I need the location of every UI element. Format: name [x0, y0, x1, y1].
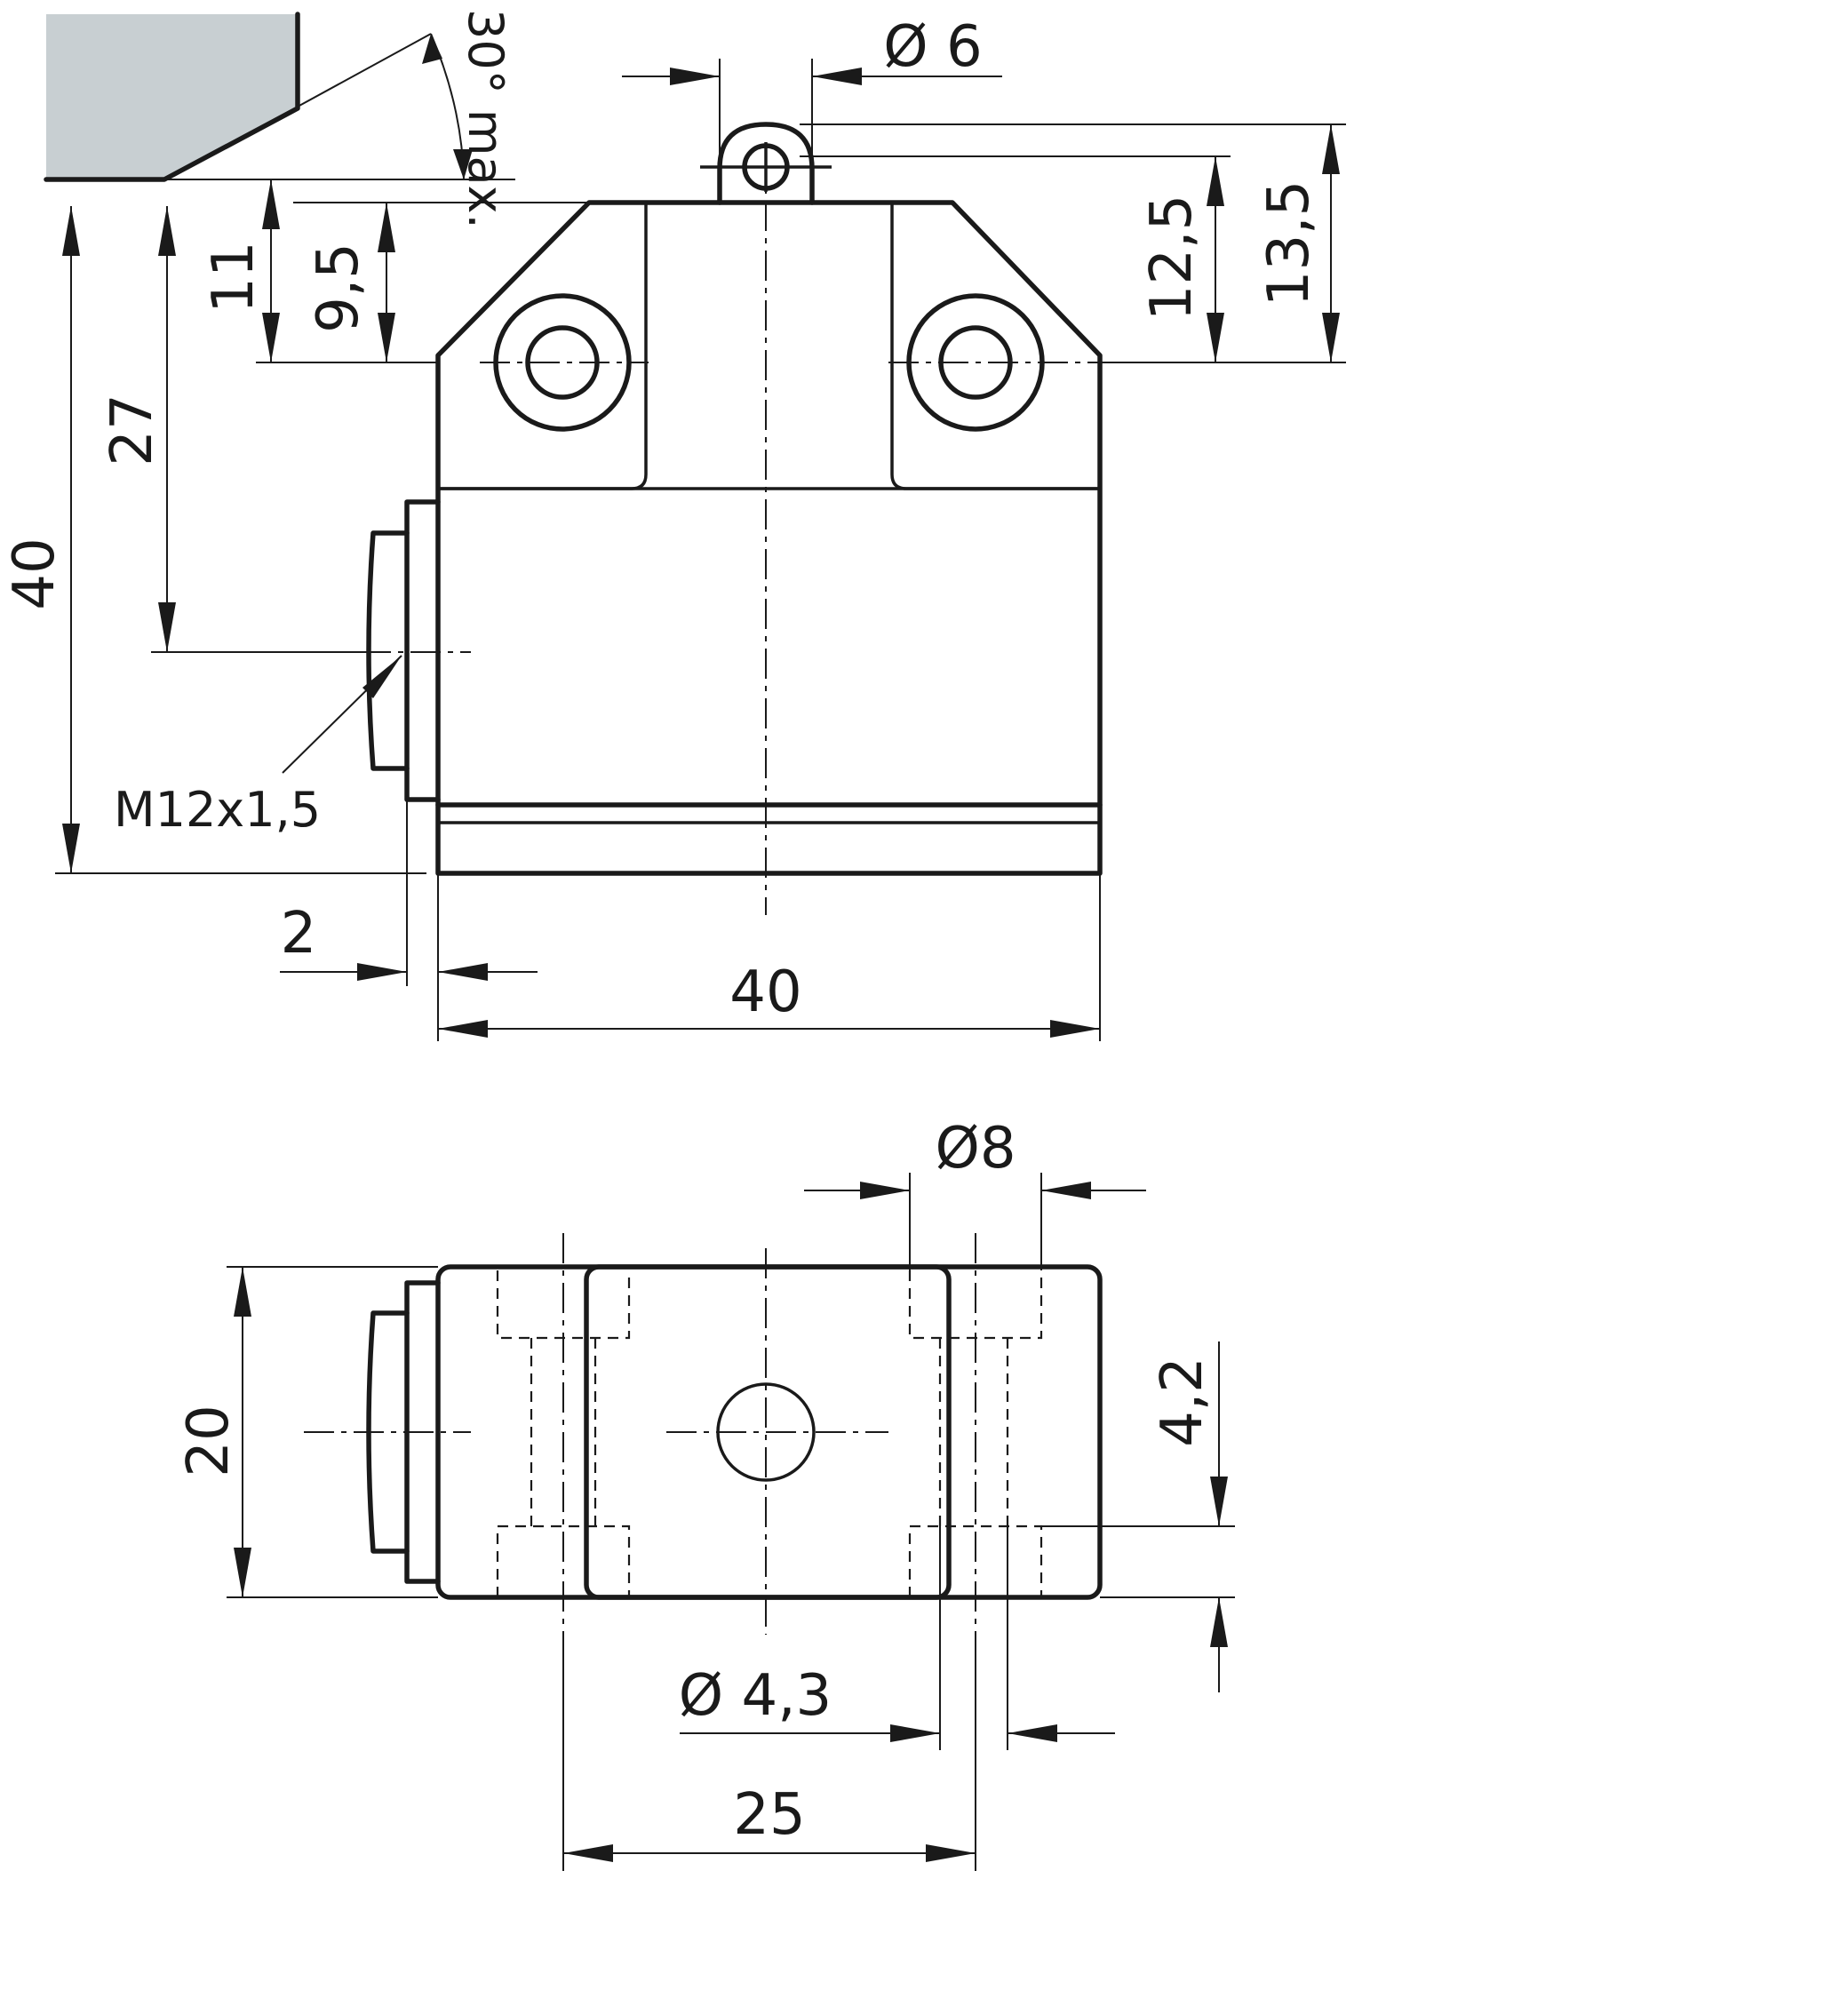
dim-height-20: 20	[176, 1405, 242, 1477]
dim-height-11: 11	[201, 241, 267, 313]
left-pocket	[438, 203, 648, 490]
actuating-cam	[46, 14, 298, 179]
angle-arrow-bottom	[453, 149, 473, 179]
bottom-view: Ø8 20 4,2 Ø 4,3 25	[176, 1116, 1235, 1871]
dim-width-2: 2	[281, 901, 317, 967]
dim-height-9-5: 9,5	[306, 243, 371, 333]
angle-arrow-top	[422, 34, 442, 64]
bottom-lid	[584, 1264, 952, 1600]
dim-height-12-5: 12,5	[1139, 195, 1205, 322]
dim-width-40: 40	[729, 959, 801, 1025]
cam-30deg-line	[163, 33, 432, 180]
thread-callout: M12x1,5	[114, 782, 321, 838]
dim-height-27: 27	[100, 394, 165, 466]
dim-counterbore-diameter: Ø8	[935, 1116, 1016, 1182]
dim-hole-spacing-25: 25	[733, 1782, 805, 1848]
dim-depth-4-2: 4,2	[1150, 1357, 1215, 1447]
angle-label: 30° max.	[458, 9, 514, 229]
dim-height-40: 40	[2, 537, 68, 609]
dim-hole-diameter: Ø 4,3	[679, 1663, 832, 1729]
top-view: 30° max.	[2, 9, 1346, 1041]
cable-gland	[366, 499, 441, 802]
right-pocket	[890, 203, 1100, 490]
dim-height-13-5: 13,5	[1256, 180, 1322, 307]
dim-roller-diameter: Ø 6	[883, 14, 982, 80]
